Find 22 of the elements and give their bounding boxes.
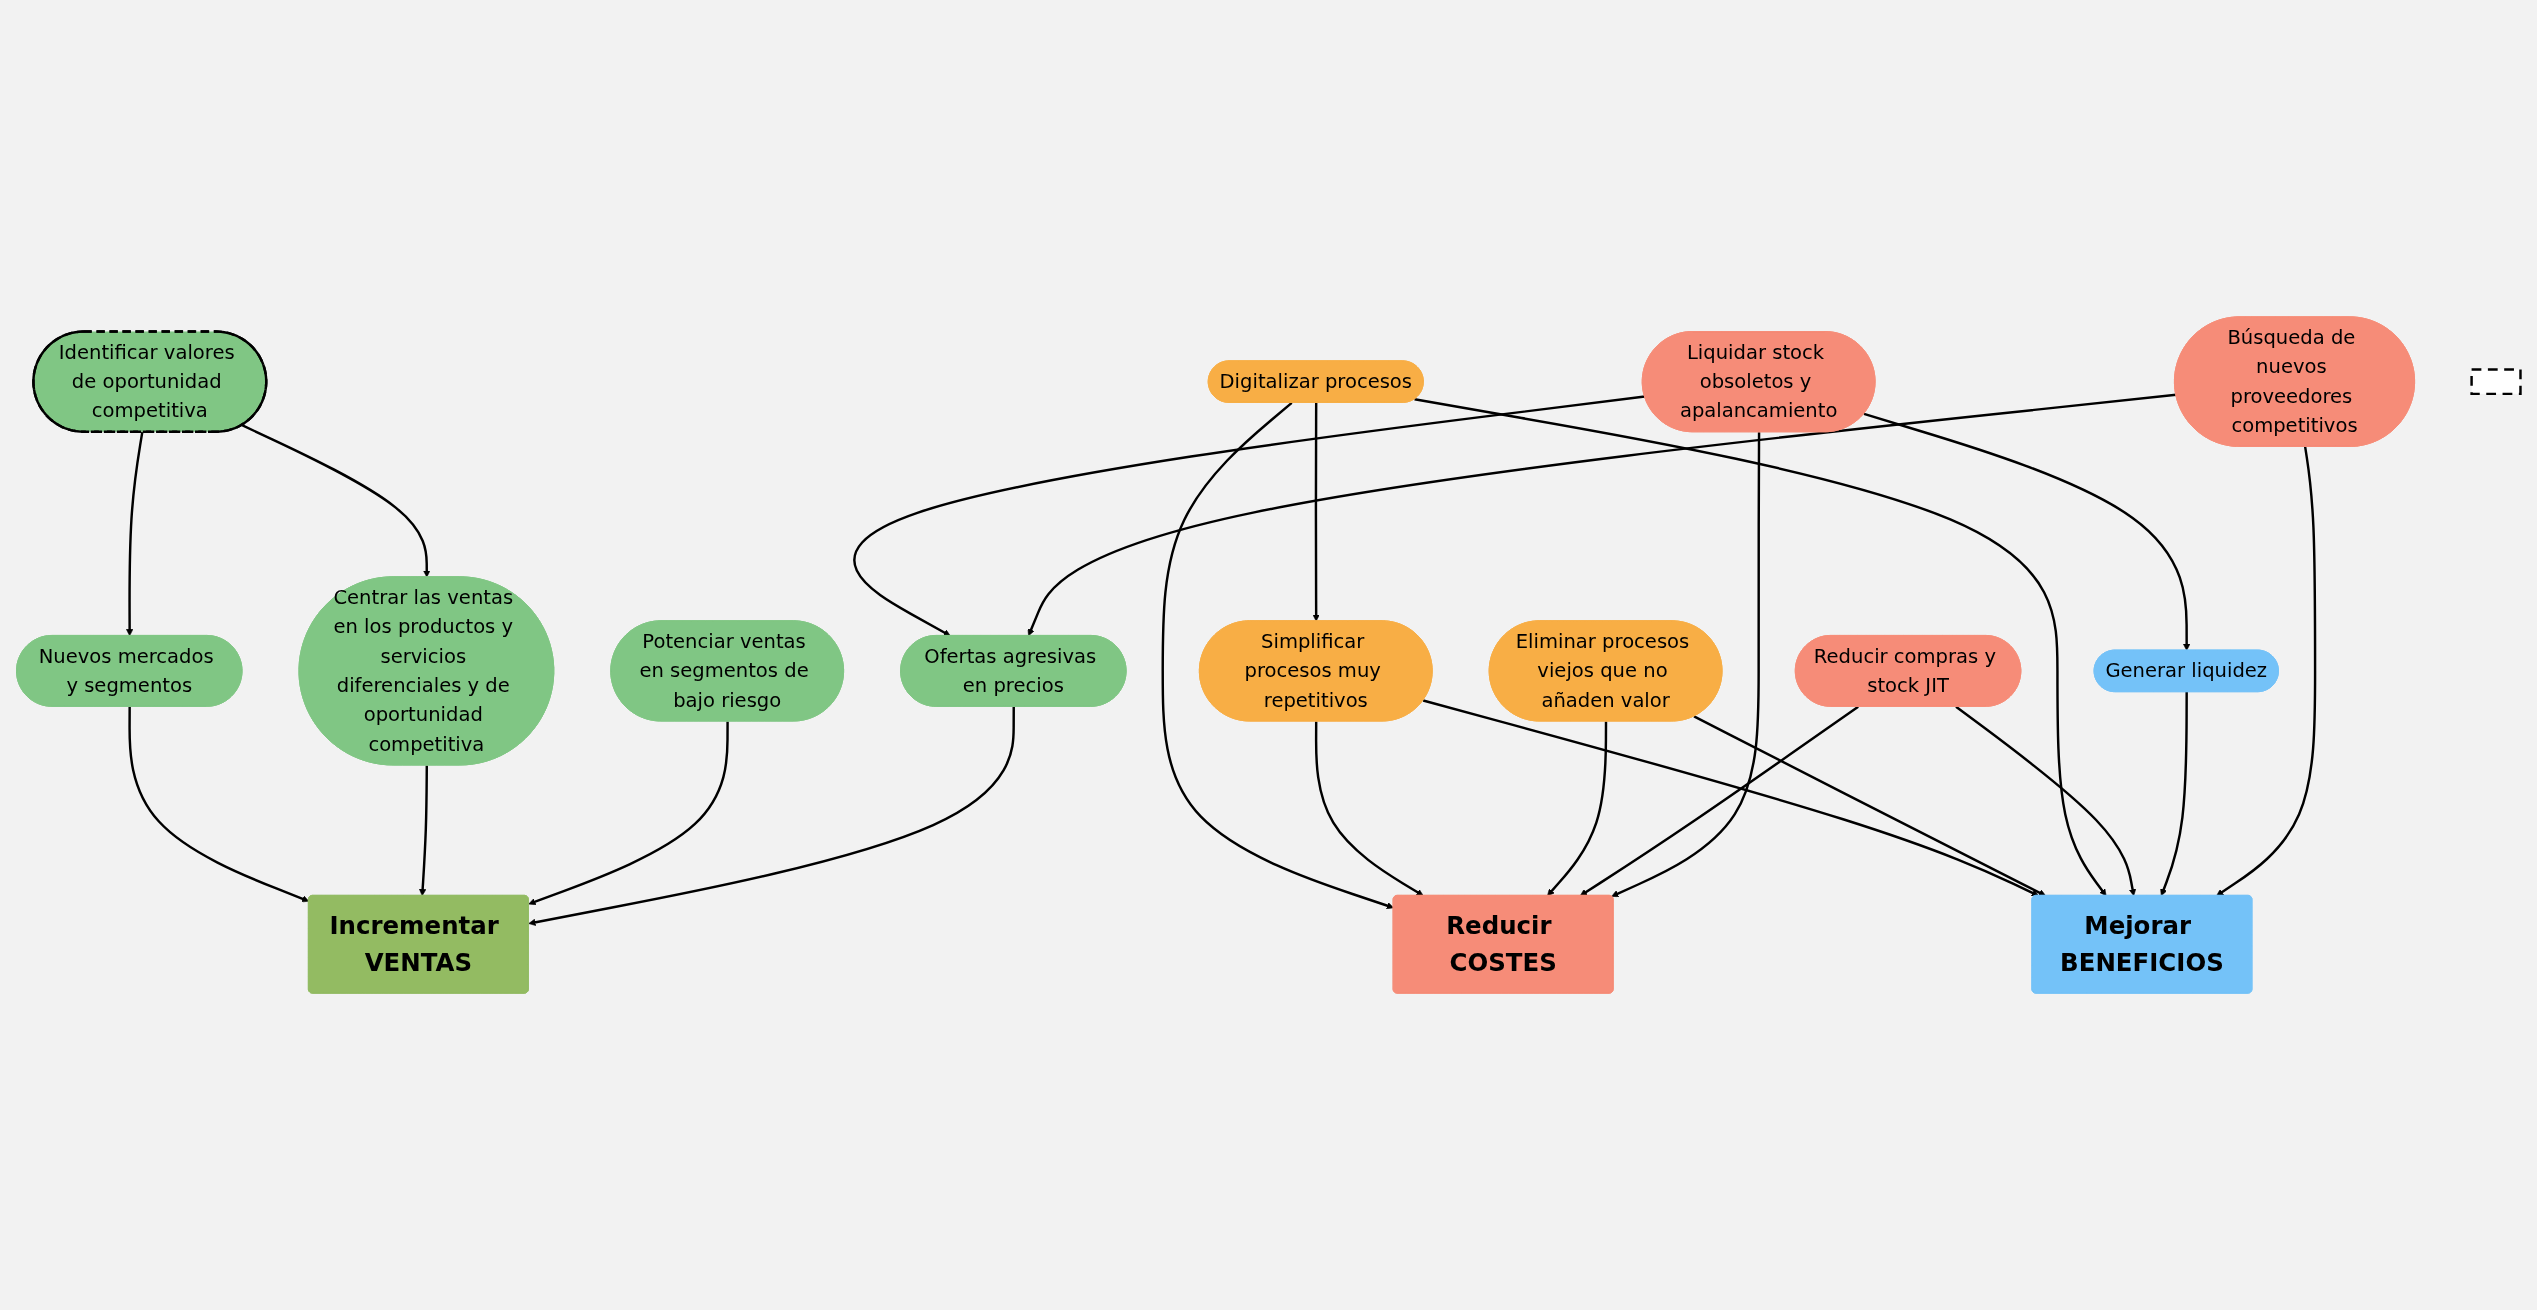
arrow	[853, 395, 1645, 637]
arrow	[1314, 721, 1424, 897]
arrow	[528, 706, 1015, 926]
arrow	[1955, 705, 2137, 897]
arrow	[1547, 721, 1608, 897]
arrow	[419, 765, 428, 897]
arrow	[241, 424, 431, 578]
arrow	[1579, 705, 1859, 897]
arrow	[1693, 715, 2046, 897]
arrow	[128, 706, 310, 903]
arrow	[1863, 412, 2191, 651]
arrow	[1312, 402, 1320, 622]
arrow	[528, 721, 729, 906]
arrow	[1161, 401, 1394, 910]
arrow	[1027, 393, 2177, 637]
arrow	[1422, 699, 2039, 897]
node-box	[2470, 368, 2522, 396]
arrow	[2216, 446, 2317, 897]
arrow	[1611, 432, 1761, 897]
arrow	[126, 431, 144, 637]
arrow	[2160, 692, 2188, 897]
arrow	[1414, 398, 2107, 897]
